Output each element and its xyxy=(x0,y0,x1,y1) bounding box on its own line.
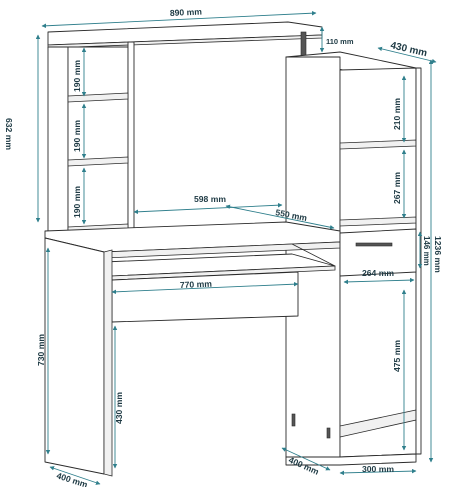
dimension-lines xyxy=(35,10,437,485)
label-tower-depth: 430 mm xyxy=(389,40,428,59)
label-cabinet-width: 300 mm xyxy=(362,464,394,474)
label-drawer-width: 264 mm xyxy=(362,268,394,278)
drawer-handle xyxy=(355,242,393,247)
label-drawer-height: 146 mm xyxy=(422,236,431,266)
label-riser-height: 110 mm xyxy=(326,37,354,46)
riser-pole xyxy=(300,31,307,57)
left-leg-panel xyxy=(44,237,113,477)
label-left-shelf-3: 190 mm xyxy=(72,186,82,218)
furniture-outline xyxy=(44,21,422,477)
label-leg-height: 430 mm xyxy=(114,392,124,424)
label-top-width: 890 mm xyxy=(170,6,203,18)
label-left-shelf-1: 190 mm xyxy=(72,60,82,92)
label-left-shelf-2: 190 mm xyxy=(72,120,82,152)
label-total-height: 1236 mm xyxy=(433,236,443,273)
label-base-depth-left: 400 mm xyxy=(55,470,89,487)
label-keyboard-width: 770 mm xyxy=(180,279,213,290)
label-opening-width: 598 mm xyxy=(194,194,226,204)
label-right-shelf-1: 210 mm xyxy=(392,98,402,130)
label-cabinet-height: 475 mm xyxy=(392,340,402,372)
drawer xyxy=(339,228,417,277)
label-desk-height: 730 mm xyxy=(36,334,46,366)
label-hutch-height: 632 mm xyxy=(4,118,14,150)
left-hutch-bookcase xyxy=(47,41,135,234)
label-right-shelf-2: 267 mm xyxy=(392,172,402,204)
